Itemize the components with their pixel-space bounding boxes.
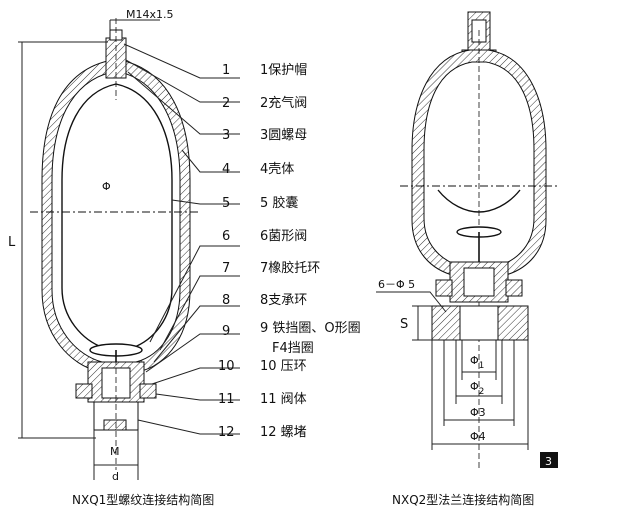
s-label: S xyxy=(400,317,408,332)
part-label-5: 5 胶囊 xyxy=(260,195,298,211)
phi3-label: Φ3 xyxy=(470,406,486,419)
left-caption: NXQ1型螺纹连接结构简图 xyxy=(72,492,214,507)
part-number-2: 2 xyxy=(222,96,230,111)
part-label-2: 2充气阀 xyxy=(260,95,307,111)
part-label-7: 7橡胶托环 xyxy=(260,260,320,276)
phi1-label: Φ1 xyxy=(470,354,484,371)
phi2-label: Φ2 xyxy=(470,380,484,397)
part-number-12: 12 xyxy=(218,425,235,440)
right-accumulator: S 6－Φ 5 Φ1 Φ2 Φ3 Φ4 xyxy=(376,11,560,470)
part-label-1: 1保护帽 xyxy=(260,62,307,78)
leader-lines xyxy=(123,43,240,435)
part-number-7: 7 xyxy=(222,261,230,276)
part-number-6: 6 xyxy=(222,229,230,244)
figure-tag-box xyxy=(540,452,558,468)
length-label: L xyxy=(8,235,16,250)
part-label-12: 12 螺堵 xyxy=(260,425,307,440)
part-number-10: 10 xyxy=(218,359,235,374)
part-label-11: 11 阀体 xyxy=(260,392,307,407)
part-number-3: 3 xyxy=(222,128,230,143)
part-label-3: 3圆螺母 xyxy=(260,128,307,143)
part-number-9: 9 xyxy=(222,324,230,339)
part-labels: 1保护帽 2充气阀 3圆螺母 4壳体 5 胶囊 6菌形阀 7橡胶托环 8支承环 … xyxy=(260,62,361,440)
part-numbers: 1 2 3 4 5 6 7 8 9 10 11 12 xyxy=(218,63,235,440)
part-label-9: 9 铁挡圈、O形圈 xyxy=(260,321,361,336)
right-caption: NXQ2型法兰连接结构简图 xyxy=(392,492,534,507)
left-accumulator: M14x1.5 Φ L M d xyxy=(8,8,200,483)
part-number-5: 5 xyxy=(222,196,230,211)
left-diameter-symbol: Φ xyxy=(102,180,111,193)
part-label-8: 8支承环 xyxy=(260,293,307,308)
part-number-1: 1 xyxy=(222,63,230,78)
bottom-d-label: d xyxy=(112,470,119,483)
bolt-label: 6－Φ 5 xyxy=(378,278,415,291)
bottom-M-label: M xyxy=(110,445,120,458)
part-label-9b: F4挡圈 xyxy=(272,341,314,356)
part-number-11: 11 xyxy=(218,392,235,407)
figure-tag: 3 xyxy=(545,455,552,468)
part-label-6: 6菌形阀 xyxy=(260,229,307,244)
part-label-10: 10 压环 xyxy=(260,359,307,374)
top-thread-label: M14x1.5 xyxy=(126,8,174,21)
phi4-label: Φ4 xyxy=(470,430,486,443)
part-number-4: 4 xyxy=(222,162,230,177)
left-bladder xyxy=(61,83,173,349)
part-number-8: 8 xyxy=(222,293,230,308)
part-label-4: 4壳体 xyxy=(260,162,294,177)
